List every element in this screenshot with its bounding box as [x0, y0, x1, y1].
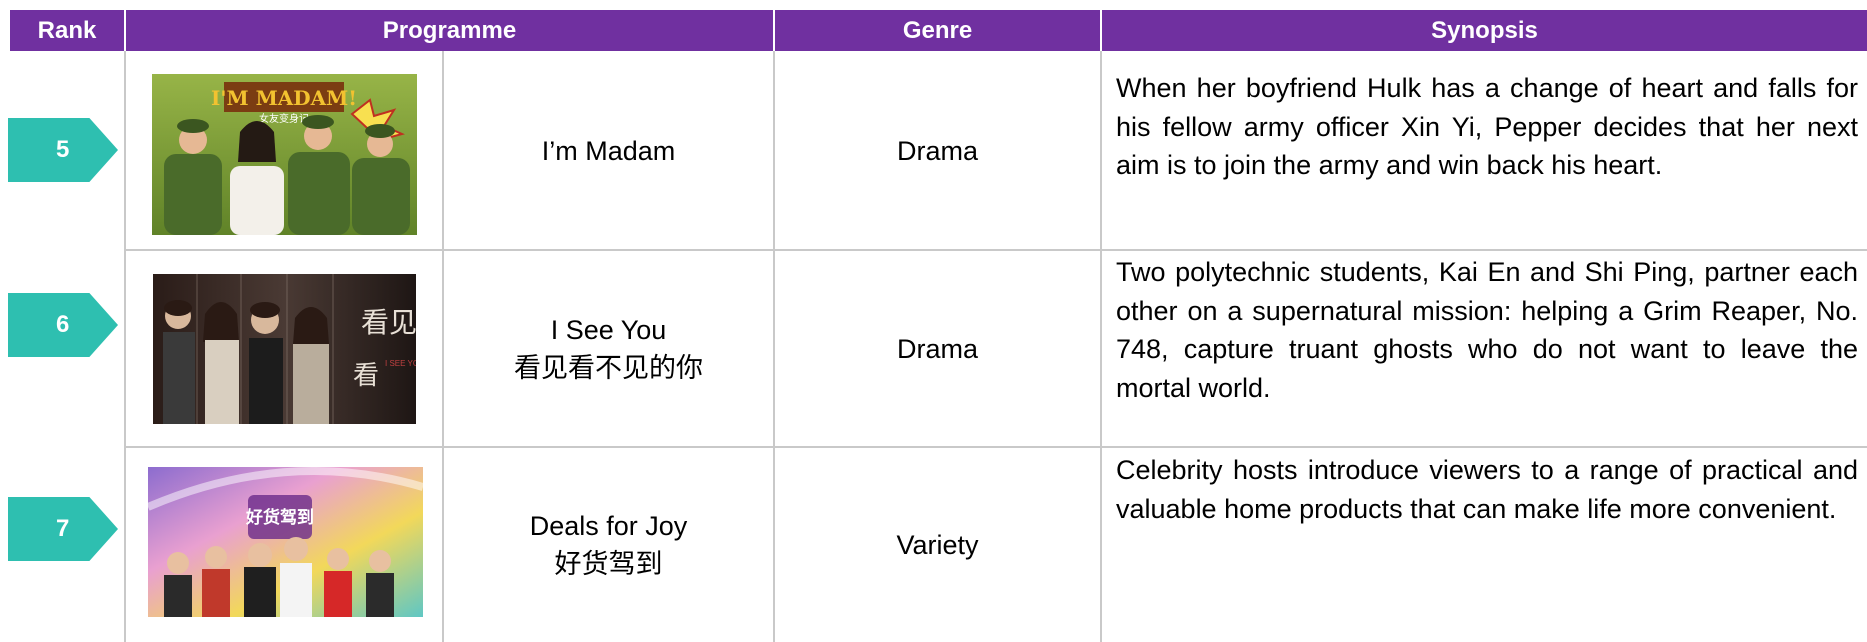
genre-label: Variety: [896, 530, 979, 560]
header-rank: Rank: [10, 10, 124, 51]
rank-badge: 7: [8, 497, 118, 561]
programme-title-chinese: 看见看不见的你: [514, 352, 703, 383]
rank-badge: 5: [8, 118, 118, 182]
grid-divider: [773, 51, 775, 642]
programme-cell: I See You 看见看不见的你: [444, 251, 773, 446]
header-genre: Genre: [775, 10, 1100, 51]
genre-label: Drama: [896, 136, 978, 166]
programme-thumbnail[interactable]: 看见 看 I SEE YOU: [153, 274, 416, 424]
im-madam-poster: I'M MADAM! 女友变身记: [152, 74, 417, 235]
genre-cell: Drama: [775, 251, 1100, 446]
programme-title: I See You: [550, 314, 667, 345]
svg-text:看: 看: [353, 361, 379, 391]
header-synopsis: Synopsis: [1102, 10, 1867, 51]
programme-cell: I’m Madam: [444, 53, 773, 249]
rank-number: 7: [56, 515, 70, 542]
programme-title: I’m Madam: [541, 136, 676, 166]
rank-number: 6: [56, 311, 70, 338]
row-divider: [124, 446, 1867, 448]
svg-text:I'M MADAM!: I'M MADAM!: [211, 86, 357, 110]
rank-number: 5: [56, 136, 70, 163]
i-see-you-poster: 看见 看 I SEE YOU: [153, 274, 416, 424]
svg-text:看见: 看见: [361, 306, 416, 339]
synopsis-text: Celebrity hosts introduce viewers to a r…: [1116, 455, 1858, 524]
genre-label: Drama: [896, 333, 978, 364]
svg-text:好货驾到: 好货驾到: [245, 507, 314, 527]
programme-cell: Deals for Joy 好货驾到: [444, 448, 773, 642]
grid-divider: [442, 51, 444, 642]
grid-divider: [1100, 51, 1102, 642]
programme-thumbnail[interactable]: I'M MADAM! 女友变身记: [152, 74, 417, 235]
synopsis-text: Two polytechnic students, Kai En and Shi…: [1116, 257, 1858, 403]
grid-divider: [124, 51, 126, 642]
deals-for-joy-poster: 好货驾到: [148, 467, 423, 617]
svg-text:女友变身记: 女友变身记: [259, 112, 309, 125]
svg-text:I SEE YOU: I SEE YOU: [385, 359, 416, 368]
header-programme: Programme: [126, 10, 773, 51]
synopsis-text: When her boyfriend Hulk has a change of …: [1116, 73, 1858, 180]
programme-thumbnail[interactable]: 好货驾到: [148, 467, 423, 617]
programme-title-chinese: 好货驾到: [554, 549, 663, 579]
genre-cell: Variety: [775, 448, 1100, 642]
programme-title: Deals for Joy: [529, 511, 688, 541]
row-divider: [124, 249, 1867, 251]
genre-cell: Drama: [775, 53, 1100, 249]
rank-badge: 6: [8, 293, 118, 357]
